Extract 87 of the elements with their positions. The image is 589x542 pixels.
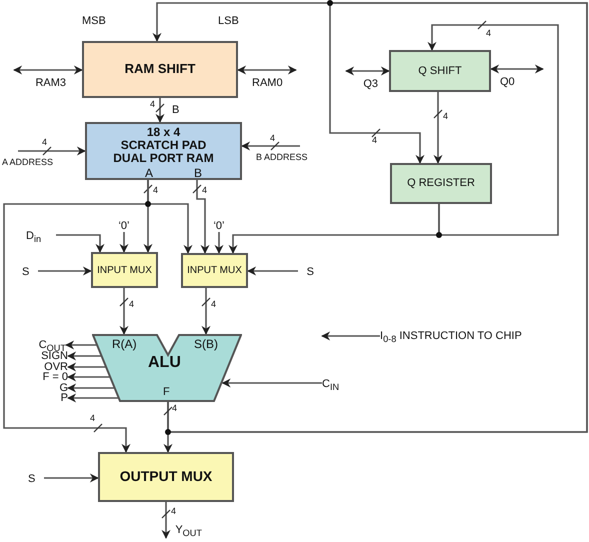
block-title: Q SHIFT [418,64,462,78]
bus-width-label: 4 [171,507,176,517]
block-title: SCRATCH PAD DUAL PORT RAM [112,139,215,164]
arrow [192,180,210,254]
bus-width-label: 4 [150,100,156,110]
bit-order-label: MSB [82,15,106,28]
arrow [67,372,110,382]
arrow [214,232,224,254]
bus-width-label: 4 [486,29,492,39]
arrow [67,362,106,372]
signal-name: ‘0’ [117,220,130,232]
bus-width-label: 4 [270,134,276,144]
arrow [18,146,86,156]
arrow [162,502,170,539]
block-title: Q REGISTER [407,177,475,190]
port-label: S(B) [194,338,218,352]
bus-width-label: 4 [443,112,448,122]
arrow [345,66,390,76]
port-label: B [194,167,202,180]
bus-width-label: 4 [372,136,378,146]
arrow [67,384,114,392]
bus-width-label: 4 [202,186,208,196]
signal-name: Q3 [362,78,378,90]
arrow [202,288,210,335]
arrow [67,352,102,360]
arrow [237,66,297,74]
arrow [247,266,298,276]
arrow [228,204,440,254]
signal-name: C$_{IN}$ [322,378,340,392]
q-register-block [390,163,492,204]
port-label: R(A) [112,338,137,352]
bus-width-label: 4 [90,414,96,424]
arrow [120,232,128,253]
signal-name: S [28,472,36,485]
arrow [321,332,380,340]
signal-name: ‘0’ [212,220,226,232]
bus-width-label: 4 [42,138,48,148]
arrow [67,394,118,402]
block-title: RAM SHIFT [124,62,196,77]
scratch-pad-ram-block [85,122,242,180]
input-mux-block [181,253,248,288]
bit-order-label: LSB [218,15,239,28]
arrow [13,66,83,74]
signal-name: SIGN [40,350,68,362]
arrow [44,474,99,482]
signal-name: RAM0 [252,76,284,89]
arrow [56,234,104,253]
bus-width-label: 4 [153,186,158,196]
block-title: INPUT MUX [187,265,242,276]
port-label: A [145,167,154,180]
alu-label: ALU [148,354,181,372]
q-shift-block [389,50,491,92]
block-title: INPUT MUX [97,264,152,276]
port-label: F [163,386,170,398]
arrow [38,266,92,276]
signal-name: A ADDRESS [2,158,54,168]
arrow [222,378,322,388]
arrow [120,288,128,335]
signal-name: Y$_{OUT}$ [174,524,202,538]
signal-name: B ADDRESS [256,153,309,163]
signal-name: P [60,392,68,404]
signal-name: G [58,382,68,394]
arrow [434,92,442,164]
signal-name: RAM3 [34,76,66,89]
arrow [428,20,559,236]
block-title: 18 x 4 [146,126,182,138]
signal-name: D$_{in}$ [26,230,42,244]
arrow [241,142,300,150]
arrow [164,402,172,453]
arrow [156,98,164,123]
arrow [65,340,97,350]
block-title: OUTPUT MUX [120,469,212,485]
arrow [490,64,544,74]
signal-name: OVR [44,360,68,373]
signal-name: S [306,266,314,278]
bus-width-label: 4 [129,300,134,310]
signal-name: I$_{0-8}$ INSTRUCTION TO CHIP [380,330,523,344]
port-label: B [172,104,180,116]
input-mux-block [91,252,158,288]
ram-shift-block [82,41,238,98]
output-mux-block [98,452,234,502]
signal-name: F = 0 [42,370,68,383]
bus-width-label: 4 [211,300,216,310]
arrow [3,180,149,453]
signal-name: S [22,266,30,278]
signal-name: Q0 [500,76,516,88]
bus-width-label: 4 [172,404,178,414]
